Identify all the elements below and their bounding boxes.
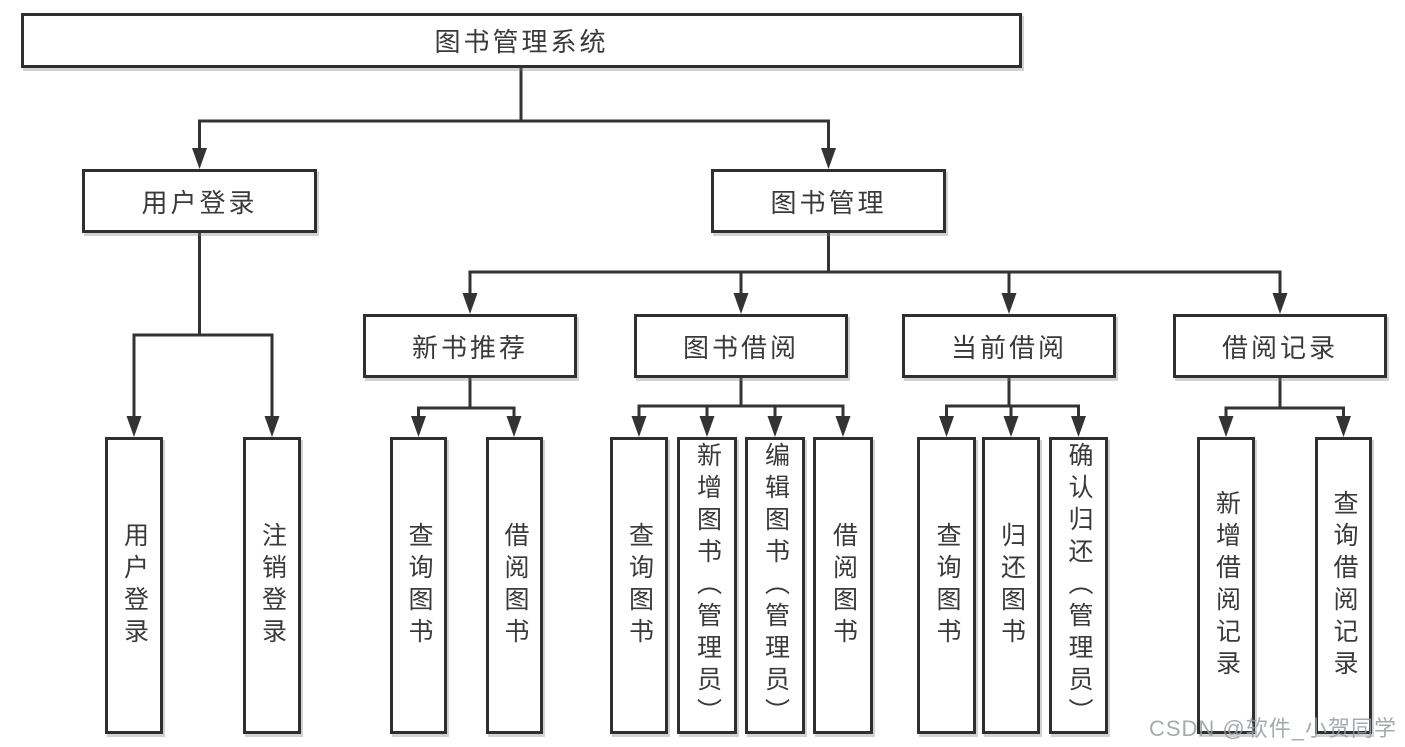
arrow-down-icon bbox=[733, 293, 749, 314]
csdn-watermark: CSDN @软件_小贺同学 bbox=[1148, 716, 1397, 741]
arrow-down-icon bbox=[1218, 416, 1234, 437]
arrow-down-icon bbox=[699, 416, 715, 437]
leaf-records-add-borrow-record: 新增借阅记录 bbox=[1197, 437, 1255, 734]
node-book-borrowing: 图书借阅 bbox=[634, 314, 848, 378]
arrow-down-icon bbox=[835, 416, 851, 437]
arrow-down-icon bbox=[1003, 416, 1019, 437]
node-book-management: 图书管理 bbox=[711, 169, 946, 233]
arrow-down-icon bbox=[506, 416, 522, 437]
connector-user-login-to-leaves bbox=[132, 233, 274, 419]
arrow-down-icon bbox=[411, 416, 426, 437]
arrow-down-icon bbox=[192, 148, 207, 169]
leaf-borrowing-edit-books-admin: 编辑图书（管理员） bbox=[745, 437, 805, 734]
arrow-down-icon bbox=[1001, 293, 1017, 314]
node-library-management-system: 图书管理系统 bbox=[21, 13, 1022, 68]
arrow-down-icon bbox=[1336, 416, 1351, 437]
node-current-borrowing: 当前借阅 bbox=[902, 314, 1116, 378]
leaf-user-login: 用户登录 bbox=[105, 437, 163, 734]
leaf-recommend-borrow-books: 借阅图书 bbox=[486, 437, 543, 734]
arrow-down-icon bbox=[1272, 293, 1288, 314]
connector-book-management-to-level3 bbox=[468, 233, 1282, 296]
node-new-book-recommendation: 新书推荐 bbox=[363, 314, 577, 378]
leaf-current-query-books: 查询图书 bbox=[917, 437, 976, 734]
arrow-down-icon bbox=[631, 416, 647, 437]
arrow-down-icon bbox=[1071, 416, 1086, 437]
arrow-down-icon bbox=[462, 293, 478, 314]
node-user-login: 用户登录 bbox=[82, 169, 317, 233]
connector-current-borrow-to-leaves bbox=[945, 378, 1080, 419]
leaf-current-confirm-return-admin: 确认归还（管理员） bbox=[1049, 437, 1108, 734]
arrow-down-icon bbox=[264, 416, 280, 437]
arrow-down-icon bbox=[767, 416, 783, 437]
leaf-records-query-borrow-record: 查询借阅记录 bbox=[1315, 437, 1372, 734]
leaf-recommend-query-books: 查询图书 bbox=[390, 437, 447, 734]
leaf-borrowing-borrow-books: 借阅图书 bbox=[813, 437, 873, 734]
connector-book-borrow-to-leaves bbox=[637, 378, 845, 419]
leaf-current-return-books: 归还图书 bbox=[982, 437, 1040, 734]
arrow-down-icon bbox=[126, 416, 142, 437]
arrowheads bbox=[126, 148, 1351, 437]
arrow-down-icon bbox=[939, 416, 954, 437]
connector-root-to-level2 bbox=[198, 68, 830, 150]
node-borrowing-records: 借阅记录 bbox=[1173, 314, 1387, 378]
leaf-logout: 注销登录 bbox=[243, 437, 301, 734]
leaf-borrowing-query-books: 查询图书 bbox=[610, 437, 668, 734]
connector-new-book-to-leaves bbox=[417, 378, 516, 419]
connector-borrow-records-to-leaves bbox=[1224, 378, 1345, 419]
leaf-borrowing-add-books-admin: 新增图书（管理员） bbox=[677, 437, 737, 734]
arrow-down-icon bbox=[821, 148, 836, 169]
